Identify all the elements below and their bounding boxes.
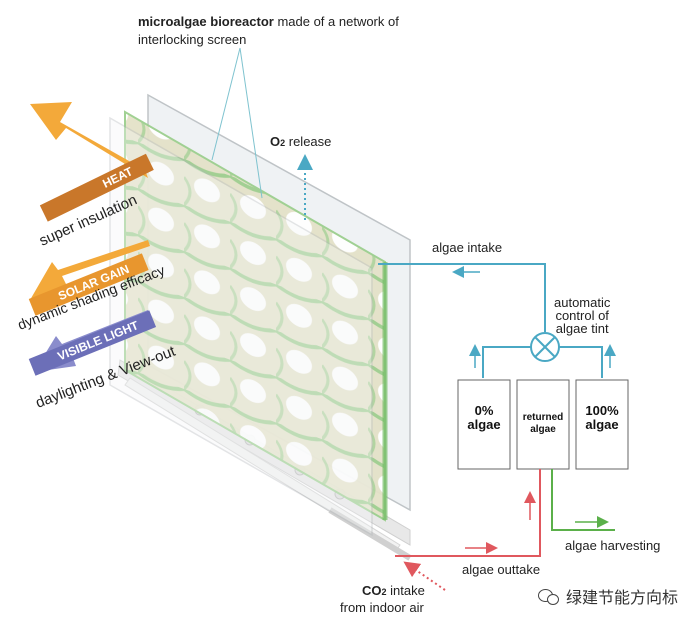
solar-gain-arrow: [30, 240, 150, 300]
tank-zero-label: 0% algae: [458, 404, 510, 432]
co2-intake-label: CO2 intake: [362, 583, 425, 598]
leader-line-left: [211, 47, 241, 161]
front-glass-pane: [109, 116, 373, 537]
tank-zero-algae: [457, 379, 511, 470]
title-label: microalgae bioreactor made of a network …: [138, 14, 399, 29]
leader-line-right: [239, 47, 263, 199]
automatic-control-label: automatic control of algae tint: [554, 296, 610, 335]
tank-hundred-label: 100% algae: [576, 404, 628, 432]
algae-harvest-pipe: [551, 469, 615, 531]
watermark: 绿建节能方向标: [537, 584, 678, 608]
tank-hundred-line2: algae: [585, 417, 619, 432]
algae-outtake-pipe: [395, 469, 541, 557]
tank-returned-line2: algae: [530, 424, 556, 435]
watermark-text: 绿建节能方向标: [565, 588, 678, 607]
wechat-icon: [537, 587, 560, 605]
heat-arrow: [30, 102, 148, 178]
valve-line-right: [559, 346, 603, 378]
tank-returned-line1: returned: [522, 412, 564, 423]
tank-returned-algae: [516, 379, 570, 470]
co2-intake-arrow: [403, 561, 446, 591]
algae-intake-pipe: [378, 263, 546, 332]
control-valve-icon: [530, 332, 560, 362]
auto-line-2: control of: [555, 308, 609, 323]
valve-line-left: [482, 346, 531, 378]
o2-release-label: O2 release: [270, 134, 332, 149]
algae-harvesting-label: algae harvesting: [565, 538, 661, 553]
tank-zero-line1: 0%: [474, 403, 494, 418]
algae-outtake-label: algae outtake: [462, 562, 541, 577]
tank-hundred-algae: [575, 379, 629, 470]
tank-zero-line2: algae: [467, 417, 501, 432]
tank-returned-label: returned algae: [517, 412, 569, 436]
title-label-line2: interlocking screen: [138, 32, 247, 47]
auto-line-1: automatic: [554, 295, 611, 310]
co2-intake-label-line2: from indoor air: [340, 600, 424, 615]
auto-line-3: algae tint: [555, 321, 609, 336]
algae-intake-label: algae intake: [432, 240, 503, 255]
tank-hundred-line1: 100%: [585, 403, 619, 418]
